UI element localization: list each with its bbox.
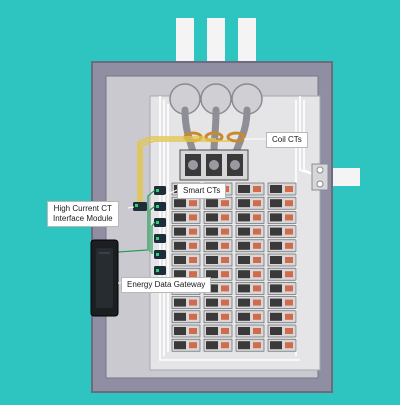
breaker-r2-c1 — [171, 196, 201, 210]
hcct-label-line-2: Interface Module — [53, 214, 113, 223]
main-breaker — [179, 149, 249, 181]
breaker-r6-c2 — [203, 253, 233, 267]
breaker-r10-c2 — [203, 310, 233, 324]
breaker-r4-c4 — [267, 225, 297, 238]
smart-ct-5 — [154, 250, 166, 259]
breaker-r5-c2 — [203, 239, 233, 253]
breaker-r12-c4 — [267, 338, 297, 352]
smart-ct-wires — [117, 189, 156, 254]
breaker-r3-c1 — [171, 211, 201, 224]
breaker-r9-c1 — [171, 296, 201, 309]
breaker-r2-c4 — [267, 196, 297, 210]
breaker-r1-c4 — [267, 182, 297, 196]
smart-ct-2 — [154, 202, 166, 211]
energy-gateway-label: Energy Data Gateway — [121, 277, 212, 293]
breaker-r12-c2 — [203, 338, 233, 352]
breaker-r9-c2 — [203, 296, 233, 309]
breaker-r7-c3 — [235, 267, 265, 281]
breaker-r2-c3 — [235, 196, 265, 210]
breaker-r8-c4 — [267, 282, 297, 295]
coil-ct-3 — [226, 131, 246, 143]
smart-cts-label-text: Smart CTs — [183, 186, 221, 195]
breaker-r6-c1 — [171, 253, 201, 267]
breaker-r11-c1 — [171, 324, 201, 338]
ct-signal-wires — [137, 136, 230, 204]
breaker-r9-c4 — [267, 296, 297, 309]
coil-cts-label: Coil CTs — [266, 132, 308, 148]
breaker-r10-c1 — [171, 310, 201, 324]
breaker-r5-c3 — [235, 239, 265, 253]
breaker-r10-c3 — [235, 310, 265, 324]
breaker-r6-c4 — [267, 253, 297, 267]
breaker-r12-c1 — [171, 338, 201, 352]
smart-ct-4 — [154, 234, 166, 243]
breaker-r5-c4 — [267, 239, 297, 253]
side-conduit — [330, 168, 360, 186]
breaker-grid — [171, 182, 297, 352]
breaker-r3-c4 — [267, 211, 297, 224]
breaker-r4-c2 — [203, 225, 233, 238]
callout-leaders — [118, 138, 266, 284]
breaker-r5-c1 — [171, 239, 201, 253]
smart-ct-3 — [154, 218, 166, 227]
breaker-r8-c3 — [235, 282, 265, 295]
breaker-r11-c3 — [235, 324, 265, 338]
smart-ct-1 — [154, 186, 166, 195]
energy-gateway-label-text: Energy Data Gateway — [127, 280, 206, 289]
main-lugs — [169, 83, 263, 115]
breaker-r2-c2 — [203, 196, 233, 210]
hcct-interface-module — [133, 202, 147, 211]
breaker-r4-c3 — [235, 225, 265, 238]
smart-ct-group — [154, 186, 166, 275]
cable-clamp — [311, 163, 329, 191]
smart-cts-label: Smart CTs — [177, 183, 227, 199]
energy-data-gateway — [90, 239, 119, 317]
breaker-r9-c3 — [235, 296, 265, 309]
breaker-r3-c3 — [235, 211, 265, 224]
breaker-r10-c4 — [267, 310, 297, 324]
smart-ct-6 — [154, 266, 166, 275]
hcct-label-line-1: High Current CT — [53, 204, 112, 213]
breaker-r6-c3 — [235, 253, 265, 267]
breaker-r3-c2 — [203, 211, 233, 224]
hcct-interface-label: High Current CT Interface Module — [47, 201, 119, 227]
coil-cts-label-text: Coil CTs — [272, 135, 302, 144]
breaker-r12-c3 — [235, 338, 265, 352]
breaker-r11-c2 — [203, 324, 233, 338]
breaker-r4-c1 — [171, 225, 201, 238]
breaker-r1-c3 — [235, 182, 265, 196]
breaker-r7-c4 — [267, 267, 297, 281]
breaker-r11-c4 — [267, 324, 297, 338]
